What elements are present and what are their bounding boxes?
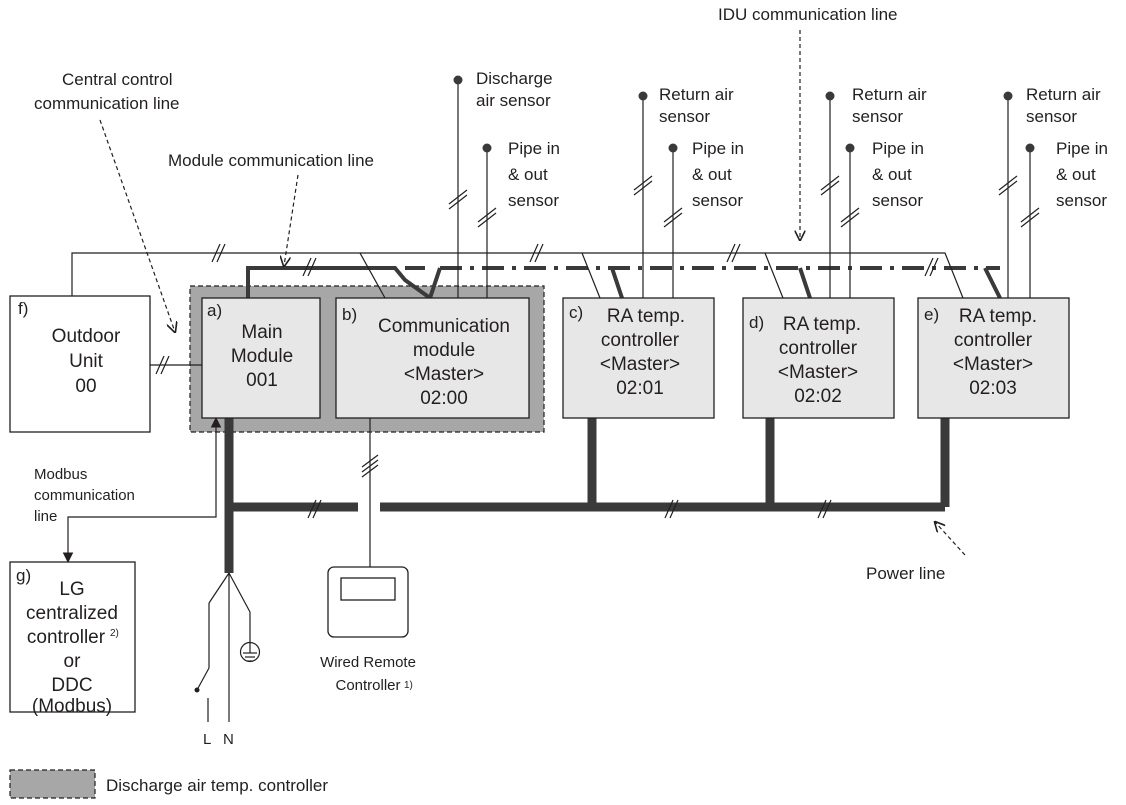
pipe-sensor-c-3: sensor <box>692 191 743 210</box>
ra-e-line-2: controller <box>954 330 1033 351</box>
terminal-l-label: L <box>203 731 211 748</box>
central-communication-wiring <box>71 252 964 366</box>
wired-remote-superscript: 1) <box>404 680 413 691</box>
lg-line-2: centralized <box>26 603 118 624</box>
comm-module-line-4: 02:00 <box>420 388 468 409</box>
sensor-line-ticks <box>448 175 1040 228</box>
lg-line-6: (Modbus) <box>32 696 112 717</box>
ra-e-line-3: <Master> <box>953 354 1033 375</box>
outdoor-line-2: Unit <box>69 351 104 372</box>
main-module-line-3: 001 <box>246 370 278 391</box>
ra-d-line-4: 02:02 <box>794 386 842 407</box>
ra-d-line-3: <Master> <box>778 362 858 383</box>
lg-line-3: controller <box>27 627 106 648</box>
ra-e-line-4: 02:03 <box>969 378 1017 399</box>
outdoor-line-1: Outdoor <box>52 326 121 347</box>
sensor-wiring <box>453 75 1035 298</box>
wired-remote-controller-icon <box>327 566 409 638</box>
ground-icon <box>239 641 261 663</box>
remote-line-ticks <box>361 454 379 478</box>
lg-line-4: or <box>64 651 82 672</box>
legend-swatch <box>9 769 96 799</box>
ra-c-tag: c) <box>569 303 583 322</box>
pipe-sensor-c-1: Pipe in <box>692 139 744 158</box>
comm-line-ticks <box>155 243 939 375</box>
comm-module-line-3: <Master> <box>404 364 484 385</box>
ra-c-line-4: 02:01 <box>616 378 664 399</box>
lg-centralized-controller <box>9 561 136 713</box>
ra-c-line-2: controller <box>601 330 680 351</box>
pipe-sensor-e-3: sensor <box>1056 191 1107 210</box>
return-sensor-e-2: sensor <box>1026 107 1077 126</box>
power-line-label: Power line <box>866 564 945 583</box>
pipe-sensor-b-2: & out <box>508 165 548 184</box>
main-module <box>201 297 321 419</box>
pipe-sensor-e-2: & out <box>1056 165 1096 184</box>
terminal-n-label: N <box>223 731 234 748</box>
wired-remote-label-1: Wired Remote <box>320 654 416 671</box>
idu-communication-wiring <box>440 266 1002 299</box>
central-comm-label-2: communication line <box>34 94 180 113</box>
power-wiring <box>194 418 950 722</box>
lg-line-5: DDC <box>51 675 92 696</box>
return-sensor-c-1: Return air <box>659 85 734 104</box>
lg-line-1: LG <box>59 579 84 600</box>
return-sensor-e-1: Return air <box>1026 85 1101 104</box>
comm-module-tag: b) <box>342 305 357 324</box>
comm-module-line-1: Communication <box>378 316 510 337</box>
modbus-label-3: line <box>34 508 57 525</box>
ra-e-tag: e) <box>924 305 939 324</box>
discharge-sensor-label-1: Discharge <box>476 69 553 88</box>
modbus-label-1: Modbus <box>34 466 87 483</box>
wired-remote-label-2: Controller <box>335 677 400 694</box>
discharge-sensor-label-2: air sensor <box>476 91 551 110</box>
main-module-tag: a) <box>207 301 222 320</box>
pipe-sensor-b-1: Pipe in <box>508 139 560 158</box>
power-line-ticks <box>307 499 832 519</box>
legend-label: Discharge air temp. controller <box>106 776 328 795</box>
ra-controller-c <box>562 297 715 419</box>
outdoor-line-3: 00 <box>75 376 96 397</box>
ra-controller-e <box>917 297 1070 419</box>
main-module-line-2: Module <box>231 346 293 367</box>
pipe-sensor-d-1: Pipe in <box>872 139 924 158</box>
outdoor-tag: f) <box>18 299 28 318</box>
ra-e-line-1: RA temp. <box>959 306 1037 327</box>
central-comm-label-1: Central control <box>62 70 173 89</box>
return-sensor-d-2: sensor <box>852 107 903 126</box>
pipe-sensor-e-1: Pipe in <box>1056 139 1108 158</box>
pipe-sensor-c-2: & out <box>692 165 732 184</box>
ra-c-line-1: RA temp. <box>607 306 685 327</box>
module-communication-wiring <box>246 266 442 300</box>
ra-d-line-2: controller <box>779 338 858 359</box>
pipe-sensor-b-3: sensor <box>508 191 559 210</box>
module-comm-label: Module communication line <box>168 151 374 170</box>
lg-tag: g) <box>16 566 31 585</box>
communication-module <box>335 297 530 419</box>
modbus-label-2: communication <box>34 487 135 504</box>
ra-controller-d <box>742 297 895 419</box>
idu-comm-label: IDU communication line <box>718 5 898 24</box>
ra-d-tag: d) <box>749 313 764 332</box>
ra-d-line-1: RA temp. <box>783 314 861 335</box>
ra-c-line-3: <Master> <box>600 354 680 375</box>
pipe-sensor-d-2: & out <box>872 165 912 184</box>
main-module-line-1: Main <box>241 322 282 343</box>
return-sensor-d-1: Return air <box>852 85 927 104</box>
return-sensor-c-2: sensor <box>659 107 710 126</box>
comm-module-line-2: module <box>413 340 475 361</box>
outdoor-unit <box>9 295 151 433</box>
pipe-sensor-d-3: sensor <box>872 191 923 210</box>
lg-superscript: 2) <box>110 628 119 639</box>
